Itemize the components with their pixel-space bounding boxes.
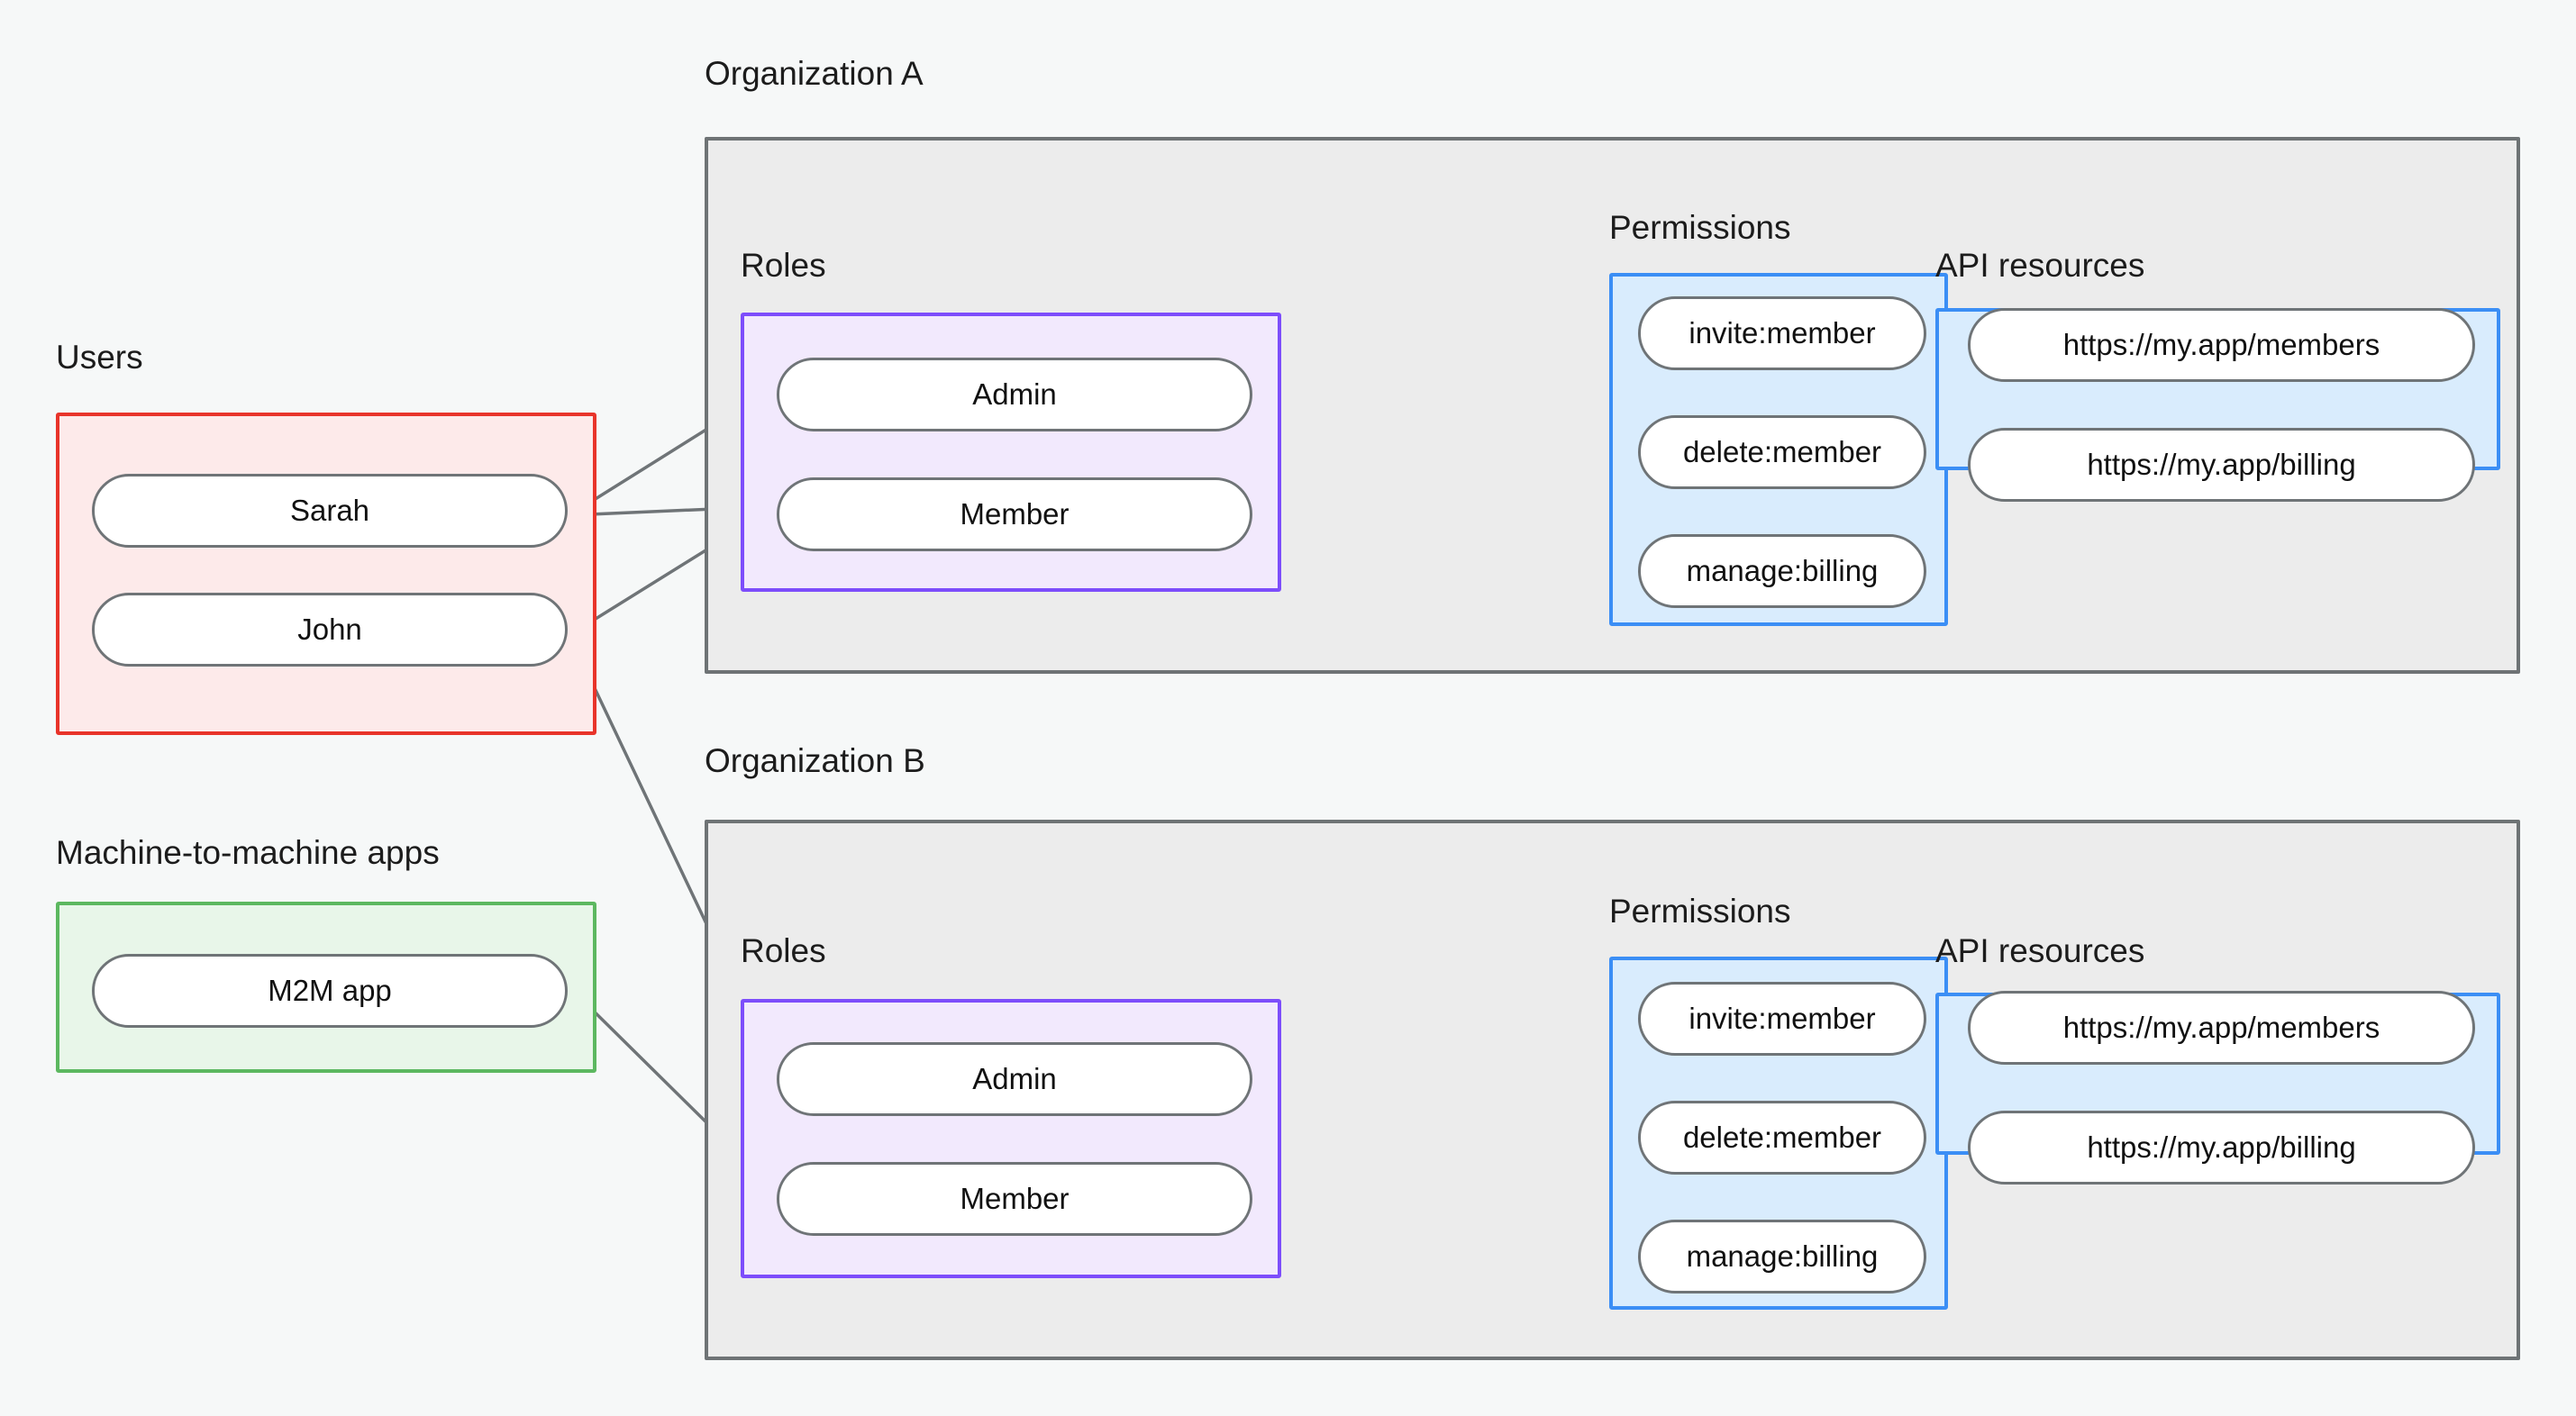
user-pill-sarah[interactable]: Sarah <box>92 474 568 548</box>
m2m-pill-app[interactable]: M2M app <box>92 954 568 1028</box>
orgB-api-pill-billing[interactable]: https://my.app/billing <box>1968 1111 2475 1185</box>
users-group-label: Users <box>56 339 143 376</box>
orgB-permissions-label: Permissions <box>1609 893 1791 930</box>
orgA-permission-pill-invite-member[interactable]: invite:member <box>1638 296 1926 370</box>
orgB-permission-pill-invite-member[interactable]: invite:member <box>1638 982 1926 1056</box>
orgB-api-resources-label: API resources <box>1935 932 2145 969</box>
orgB-roles-container: Admin Member <box>741 999 1281 1278</box>
orgB-api-pill-members[interactable]: https://my.app/members <box>1968 991 2475 1065</box>
orgB-roles-label: Roles <box>741 932 826 969</box>
m2m-group-label: Machine-to-machine apps <box>56 834 440 871</box>
orgA-role-pill-member[interactable]: Member <box>777 477 1252 551</box>
orgA-api-pill-billing[interactable]: https://my.app/billing <box>1968 428 2475 502</box>
orgA-permissions-container: invite:member delete:member manage:billi… <box>1609 273 1948 626</box>
orgA-api-resources-label: API resources <box>1935 247 2145 284</box>
organization-b-title: Organization B <box>705 742 925 779</box>
orgA-permissions-label: Permissions <box>1609 209 1791 246</box>
user-pill-john[interactable]: John <box>92 593 568 667</box>
organization-a-container: Roles Admin Member Permissions invite:me… <box>705 137 2520 674</box>
users-container: Sarah John <box>56 413 596 735</box>
orgB-permission-pill-manage-billing[interactable]: manage:billing <box>1638 1220 1926 1293</box>
orgA-permission-pill-manage-billing[interactable]: manage:billing <box>1638 534 1926 608</box>
orgA-permission-pill-delete-member[interactable]: delete:member <box>1638 415 1926 489</box>
orgA-roles-container: Admin Member <box>741 313 1281 592</box>
orgA-api-resources-container: https://my.app/members https://my.app/bi… <box>1935 308 2500 502</box>
orgB-permissions-container: invite:member delete:member manage:billi… <box>1609 957 1948 1310</box>
orgA-role-pill-admin[interactable]: Admin <box>777 358 1252 431</box>
orgB-permission-pill-delete-member[interactable]: delete:member <box>1638 1101 1926 1175</box>
m2m-container: M2M app <box>56 902 596 1073</box>
organization-a-title: Organization A <box>705 55 924 92</box>
orgB-role-pill-admin[interactable]: Admin <box>777 1042 1252 1116</box>
orgA-roles-label: Roles <box>741 247 826 284</box>
orgB-api-resources-container: https://my.app/members https://my.app/bi… <box>1935 991 2500 1185</box>
orgA-api-pill-members[interactable]: https://my.app/members <box>1968 308 2475 382</box>
organization-b-container: Roles Admin Member Permissions invite:me… <box>705 820 2520 1360</box>
orgB-role-pill-member[interactable]: Member <box>777 1162 1252 1236</box>
